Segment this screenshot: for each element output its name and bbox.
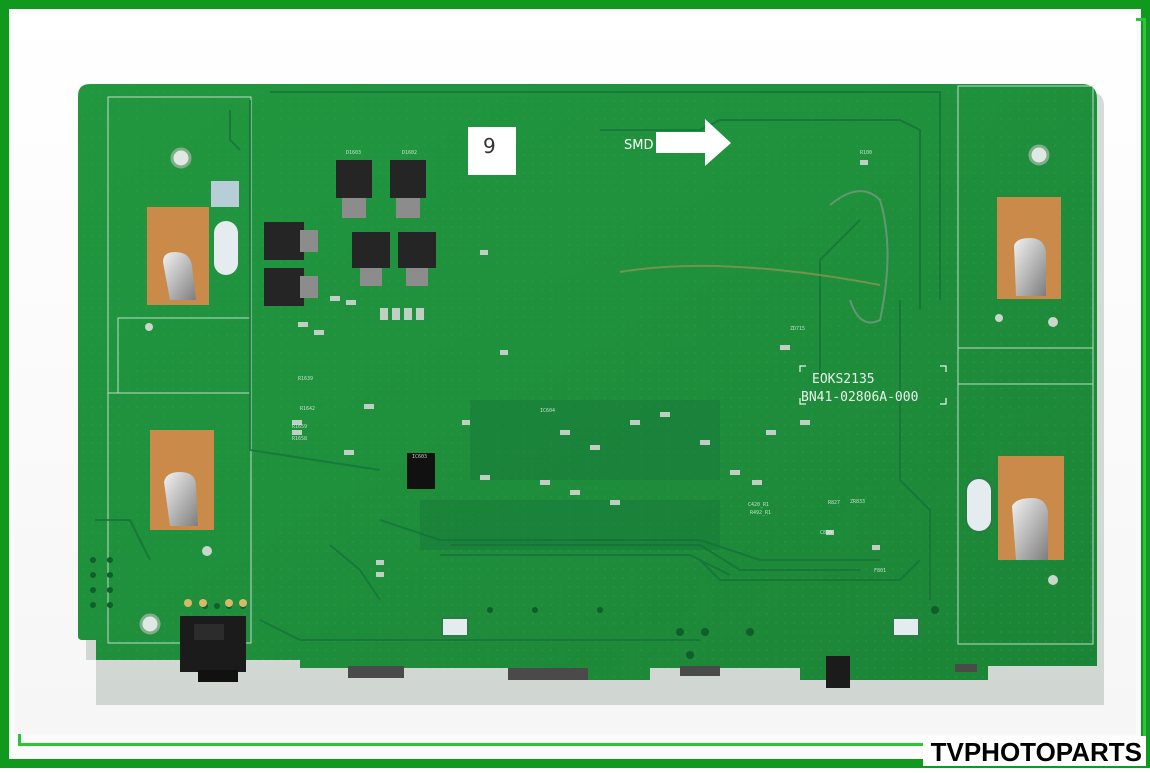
board-code-line-2: BN41-02806A-000	[801, 390, 918, 405]
svg-text:R1658: R1658	[292, 436, 307, 442]
svg-text:R1642: R1642	[300, 406, 315, 412]
bottom-connectors	[348, 656, 977, 688]
watermark: TVPHOTOPARTS	[922, 736, 1146, 766]
svg-text:D1602: D1602	[402, 150, 417, 156]
svg-text:C420_R1: C420_R1	[748, 502, 769, 508]
silkscreen-outlines	[107, 85, 1094, 645]
board-code-block: EOKS2135 BN41-02806A-000	[799, 365, 947, 405]
slot-cutout	[211, 181, 239, 207]
number-sticker	[468, 127, 516, 175]
svg-text:R100: R100	[860, 150, 872, 156]
svg-text:R827: R827	[828, 500, 840, 506]
mounting-holes	[139, 144, 1058, 635]
svg-text:R1659: R1659	[292, 424, 307, 430]
audio-jack	[180, 599, 247, 682]
svg-text:ZR833: ZR833	[850, 499, 865, 505]
slot-cutout	[965, 477, 993, 533]
ic-chip	[407, 453, 435, 489]
svg-text:IC604: IC604	[540, 408, 555, 414]
arrow-right-icon	[656, 119, 731, 166]
smd-label: SMD	[624, 138, 653, 153]
mosfet-components	[264, 160, 436, 306]
smd-components	[292, 160, 880, 577]
svg-text:ZD715: ZD715	[790, 326, 805, 332]
ground-clip-pads	[147, 197, 1064, 560]
slot-cutout	[214, 221, 238, 275]
svg-text:F801: F801	[874, 568, 886, 574]
svg-text:IC603: IC603	[412, 454, 427, 460]
svg-text:C800: C800	[820, 530, 832, 536]
svg-text:R1639: R1639	[298, 376, 313, 382]
trace-lines	[95, 91, 941, 641]
svg-text:D1603: D1603	[346, 150, 361, 156]
svg-text:R492_R1: R492_R1	[750, 510, 771, 516]
board-code-line-1: EOKS2135	[812, 372, 875, 387]
sticker-number: 9	[483, 134, 496, 158]
